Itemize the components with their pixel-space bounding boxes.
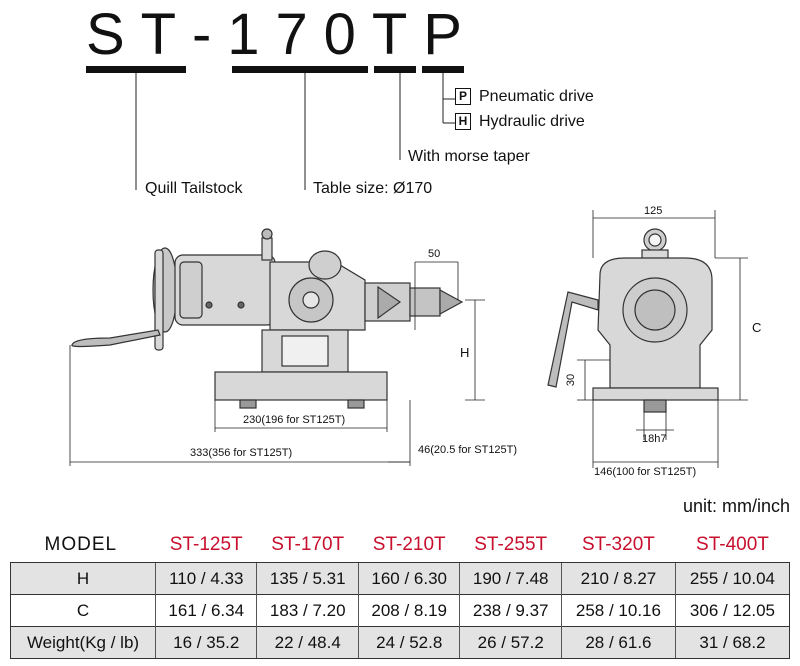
table-cell: 26 / 57.2: [459, 626, 562, 659]
callout-leaders: [135, 73, 455, 190]
header-model-cell: ST-170T: [271, 534, 345, 555]
header-model-cell: ST-320T: [582, 534, 655, 555]
table-cell: 16 / 35.2: [154, 626, 257, 659]
code-char: S: [86, 2, 129, 67]
code-char: 1: [227, 2, 264, 67]
dim-H: H: [460, 345, 470, 360]
table-cell: 28 / 61.6: [560, 626, 676, 659]
table-cell: 183 / 7.20: [256, 594, 359, 627]
code-char: 0: [323, 2, 360, 67]
dim-C: C: [752, 320, 762, 335]
dim-50: 50: [428, 248, 441, 260]
technical-drawing: [69, 66, 748, 468]
dim-230: 230(196 for ST125T): [243, 414, 346, 426]
table-header-row: MODEL ST-125T ST-170T ST-210T ST-255T ST…: [11, 528, 790, 563]
quill-tailstock-label: Quill Tailstock: [145, 180, 243, 197]
dim-30: 30: [565, 373, 578, 387]
dim-18h7: 18h7: [642, 433, 667, 445]
side-view-dimensions: [69, 261, 485, 466]
dim-46: 46(20.5 for ST125T): [418, 444, 518, 456]
header-model: MODEL: [44, 534, 118, 555]
header-model-cell: ST-210T: [372, 534, 446, 555]
table-row: H 110 / 4.33 135 / 5.31 160 / 6.30 190 /…: [10, 562, 791, 595]
row-label: H: [10, 562, 156, 595]
table-cell: 255 / 10.04: [674, 562, 791, 595]
table-cell: 306 / 12.05: [674, 594, 791, 627]
table-cell: 110 / 4.33: [154, 562, 257, 595]
table-cell: 238 / 9.37: [459, 594, 562, 627]
table-row: C 161 / 6.34 183 / 7.20 208 / 8.19 238 /…: [10, 594, 791, 627]
dim-333: 333(356 for ST125T): [190, 447, 293, 459]
header-model-cell: ST-255T: [474, 534, 548, 555]
table-row: Weight(Kg / lb) 16 / 35.2 22 / 48.4 24 /…: [10, 626, 791, 659]
code-char: T: [371, 2, 412, 67]
hydraulic-drive-text: Hydraulic drive: [479, 113, 585, 130]
code-char: T: [140, 2, 181, 67]
hydraulic-drive-label: H Hydraulic drive: [455, 113, 585, 131]
table-cell: 190 / 7.48: [459, 562, 562, 595]
table-cell: 24 / 52.8: [357, 626, 460, 659]
dim-125: 125: [644, 205, 663, 217]
row-label: C: [10, 594, 156, 627]
table-cell: 210 / 8.27: [560, 562, 676, 595]
dim-146: 146(100 for ST125T): [594, 466, 697, 478]
table-cell: 160 / 6.30: [357, 562, 460, 595]
header-model-cell: ST-400T: [696, 534, 769, 555]
table-cell: 22 / 48.4: [256, 626, 359, 659]
pneumatic-letter-box: P: [455, 88, 471, 106]
side-view: [71, 228, 464, 409]
table-cell: 161 / 6.34: [154, 594, 257, 627]
pneumatic-drive-label: P Pneumatic drive: [455, 88, 594, 106]
code-char: 7: [275, 2, 312, 67]
spec-table: MODEL ST-125T ST-170T ST-210T ST-255T ST…: [10, 528, 791, 659]
table-cell: 135 / 5.31: [256, 562, 359, 595]
table-cell: 31 / 68.2: [674, 626, 791, 659]
morse-taper-label: With morse taper: [408, 148, 530, 165]
front-view-dimensions: [577, 210, 748, 468]
table-cell: 208 / 8.19: [357, 594, 460, 627]
code-char: -: [192, 2, 216, 67]
pneumatic-drive-text: Pneumatic drive: [479, 88, 594, 105]
row-label: Weight(Kg / lb): [10, 626, 156, 659]
table-size-label: Table size: Ø170: [313, 180, 433, 197]
product-code: S T - 1 7 0 T P: [86, 4, 466, 66]
header-model-cell: ST-125T: [169, 534, 243, 555]
unit-label: unit: mm/inch: [682, 496, 790, 516]
hydraulic-letter-box: H: [455, 113, 471, 131]
code-underline-bars: [86, 66, 464, 73]
front-view: [547, 228, 719, 413]
code-char: P: [423, 2, 466, 67]
table-cell: 258 / 10.16: [560, 594, 676, 627]
